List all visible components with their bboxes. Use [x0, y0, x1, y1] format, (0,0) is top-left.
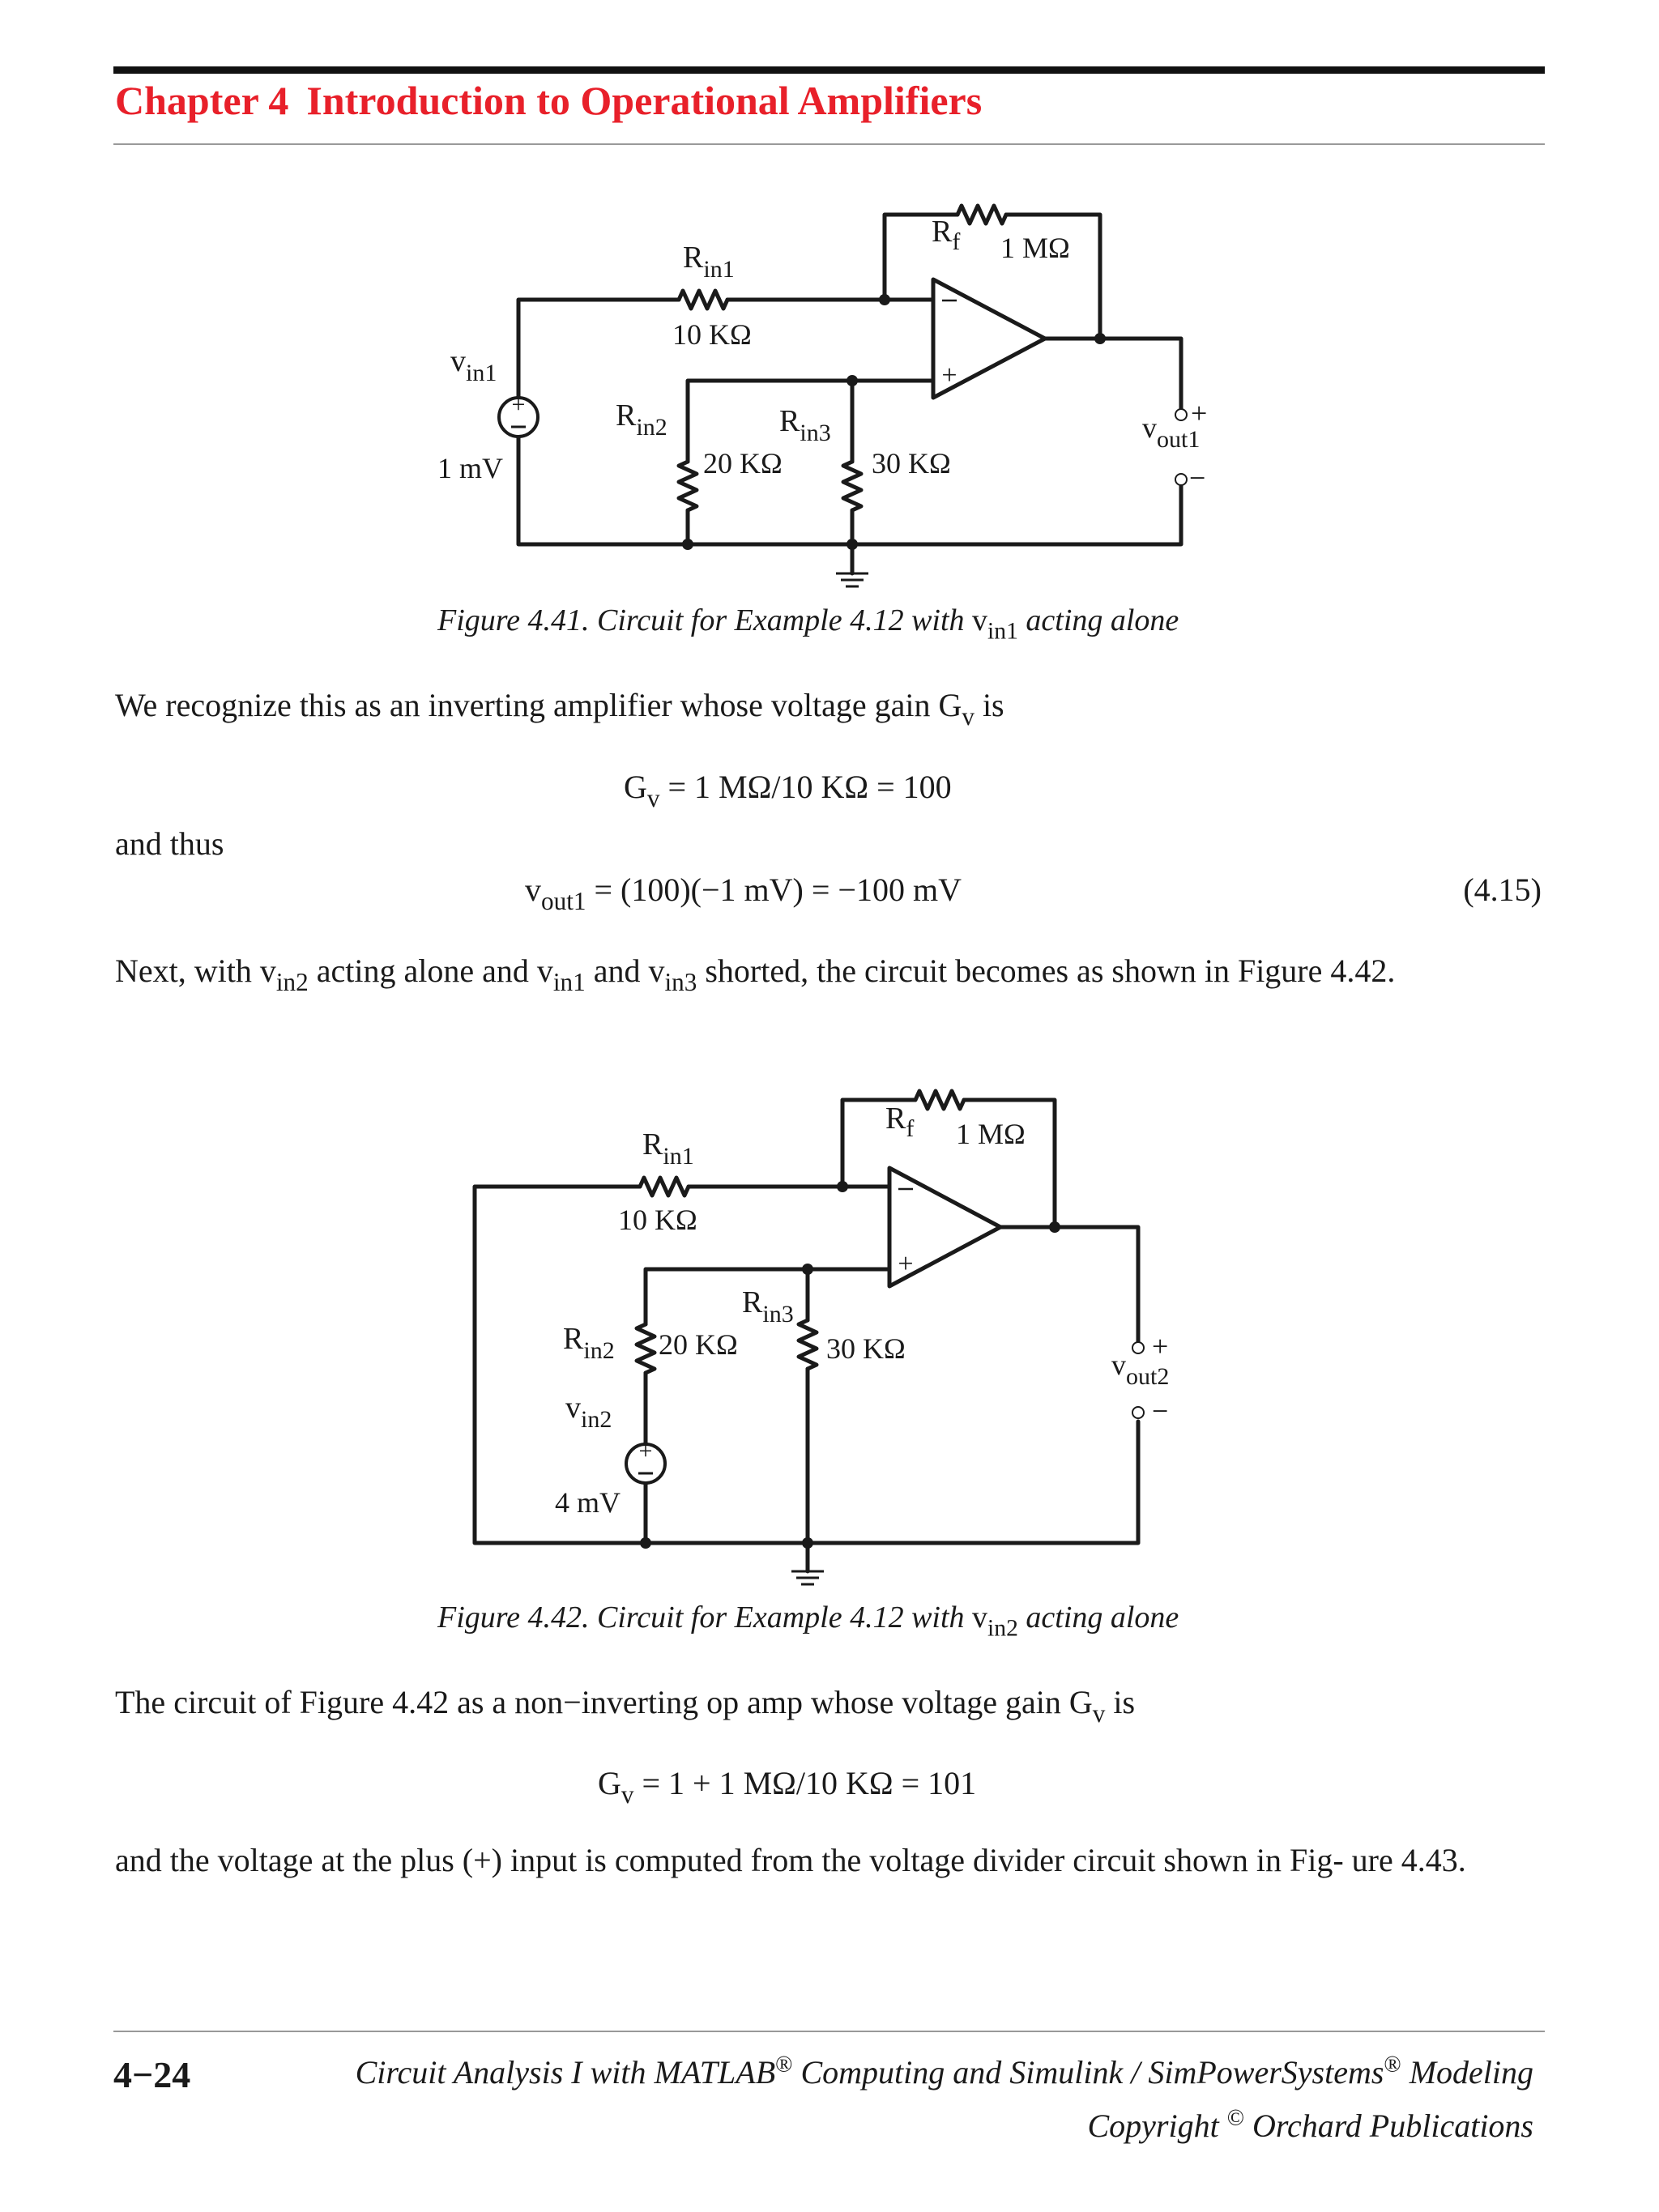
figure-4-41-circuit: + + Rin1 10 KΩ Rf 1 MΩ vin1 1 mV Rin2 20…	[437, 203, 1207, 588]
svg-text:4 mV: 4 mV	[555, 1486, 621, 1519]
svg-text:20 KΩ: 20 KΩ	[659, 1328, 738, 1361]
header-rule	[113, 66, 1545, 74]
figure-4-42-caption: Figure 4.42. Circuit for Example 4.12 wi…	[437, 1600, 1179, 1642]
svg-text:vin2: vin2	[565, 1391, 612, 1433]
rin3-resistor	[796, 1318, 819, 1371]
page-number: 4−24	[113, 2054, 191, 2095]
svg-text:+: +	[941, 360, 957, 390]
opamp-triangle	[931, 277, 1047, 400]
svg-text:10 KΩ: 10 KΩ	[618, 1204, 697, 1236]
output-terminal-plus	[1132, 1341, 1145, 1354]
rin2-resistor	[676, 459, 699, 513]
paragraph-voltage-divider: and the voltage at the plus (+) input is…	[115, 1842, 1466, 1878]
equation-vout1: vout1 = (100)(−1 mV) = −100 mV	[525, 872, 962, 915]
svg-text:+: +	[512, 391, 526, 418]
svg-text:+: +	[1191, 397, 1207, 429]
rin3-resistor	[841, 459, 864, 513]
copyright-notice: Copyright © Orchard Publications	[1087, 2105, 1533, 2144]
svg-text:30 KΩ: 30 KΩ	[826, 1332, 906, 1365]
svg-text:vout1: vout1	[1142, 411, 1200, 453]
equation-gain-1: Gv = 1 MΩ/10 KΩ = 100	[624, 769, 952, 812]
junction-dots	[682, 294, 1106, 550]
voltage-source-icon: +	[625, 1438, 667, 1485]
output-terminal-minus	[1175, 473, 1188, 486]
svg-text:−: −	[1189, 462, 1205, 494]
paragraph-and-thus: and thus	[115, 825, 224, 862]
svg-text:Rin2: Rin2	[563, 1322, 615, 1364]
paragraph-inverting-gain: We recognize this as an inverting amplif…	[115, 687, 1004, 731]
rf-resistor	[955, 203, 1009, 226]
svg-text:10 KΩ: 10 KΩ	[672, 318, 752, 351]
svg-text:vout2: vout2	[1111, 1349, 1169, 1390]
svg-text:1 MΩ: 1 MΩ	[1000, 232, 1070, 264]
svg-text:Rf: Rf	[932, 215, 960, 255]
rin1-resistor	[676, 288, 730, 311]
svg-text:Rin3: Rin3	[742, 1285, 794, 1328]
svg-text:Rin3: Rin3	[779, 404, 831, 446]
ground-icon	[791, 1570, 824, 1586]
paragraph-noninverting-gain: The circuit of Figure 4.42 as a non−inve…	[115, 1684, 1136, 1728]
rf-resistor	[913, 1089, 966, 1111]
svg-text:30 KΩ: 30 KΩ	[872, 447, 951, 479]
svg-text:−: −	[1152, 1395, 1168, 1427]
rin1-resistor	[638, 1175, 691, 1198]
svg-text:+: +	[639, 1438, 653, 1464]
svg-text:Rin1: Rin1	[642, 1127, 694, 1170]
svg-text:vin1: vin1	[450, 344, 497, 386]
svg-text:20 KΩ: 20 KΩ	[703, 447, 783, 479]
figure-4-42-circuit: + + Rin1 10 KΩ Rf 1 MΩ Rin2 20 KΩ Rin3 3…	[472, 1089, 1169, 1586]
svg-text:+: +	[1152, 1330, 1168, 1362]
opamp-triangle	[887, 1166, 1003, 1289]
paragraph-next-vin2: Next, with vin2 acting alone and vin1 an…	[115, 953, 1396, 996]
svg-text:1 MΩ: 1 MΩ	[956, 1118, 1026, 1150]
svg-text:Rf: Rf	[885, 1102, 914, 1142]
svg-text:1 mV: 1 mV	[437, 452, 503, 484]
equation-gain-2: Gv = 1 + 1 MΩ/10 KΩ = 101	[598, 1765, 977, 1809]
footer-rule	[113, 2031, 1545, 2032]
ground-icon	[836, 572, 868, 588]
svg-text:Rin2: Rin2	[616, 399, 667, 441]
voltage-source-icon: +	[497, 391, 539, 438]
output-terminal-plus	[1175, 408, 1188, 421]
header-underline	[113, 143, 1545, 145]
svg-text:Rin1: Rin1	[683, 241, 735, 283]
rin2-resistor	[634, 1322, 657, 1375]
svg-text:+: +	[898, 1249, 913, 1279]
output-terminal-minus	[1132, 1406, 1145, 1419]
book-title: Circuit Analysis I with MATLAB® Computin…	[355, 2052, 1533, 2091]
equation-number: (4.15)	[1463, 872, 1542, 908]
figure-4-41-caption: Figure 4.41. Circuit for Example 4.12 wi…	[437, 603, 1179, 645]
junction-dots	[640, 1181, 1060, 1549]
